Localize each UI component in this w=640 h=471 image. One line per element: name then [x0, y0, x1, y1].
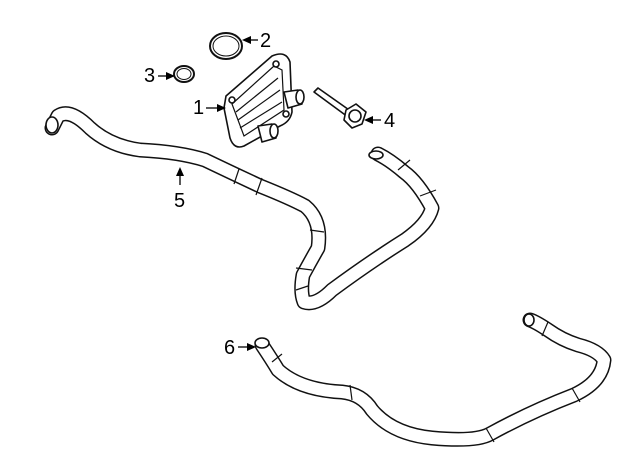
callout-label-6: 6	[224, 337, 235, 359]
cooler-hose-lower[interactable]	[254, 312, 612, 447]
callout-2: 2	[242, 30, 271, 52]
callout-1: 1	[193, 97, 226, 119]
callout-label-3: 3	[144, 65, 155, 87]
callout-4: 4	[364, 110, 395, 132]
callout-6: 6	[224, 337, 256, 359]
callout-5: 5	[174, 167, 185, 212]
o-ring-small[interactable]	[173, 65, 195, 83]
o-ring-large[interactable]	[209, 32, 243, 60]
callout-label-5: 5	[174, 190, 185, 212]
cooler-hose-upper[interactable]	[44, 106, 440, 311]
mounting-bolt[interactable]	[313, 87, 367, 129]
callout-label-4: 4	[384, 110, 395, 132]
oil-cooler[interactable]	[223, 53, 305, 148]
callout-label-2: 2	[260, 30, 271, 52]
callout-label-1: 1	[193, 97, 204, 119]
callout-3: 3	[144, 65, 175, 87]
